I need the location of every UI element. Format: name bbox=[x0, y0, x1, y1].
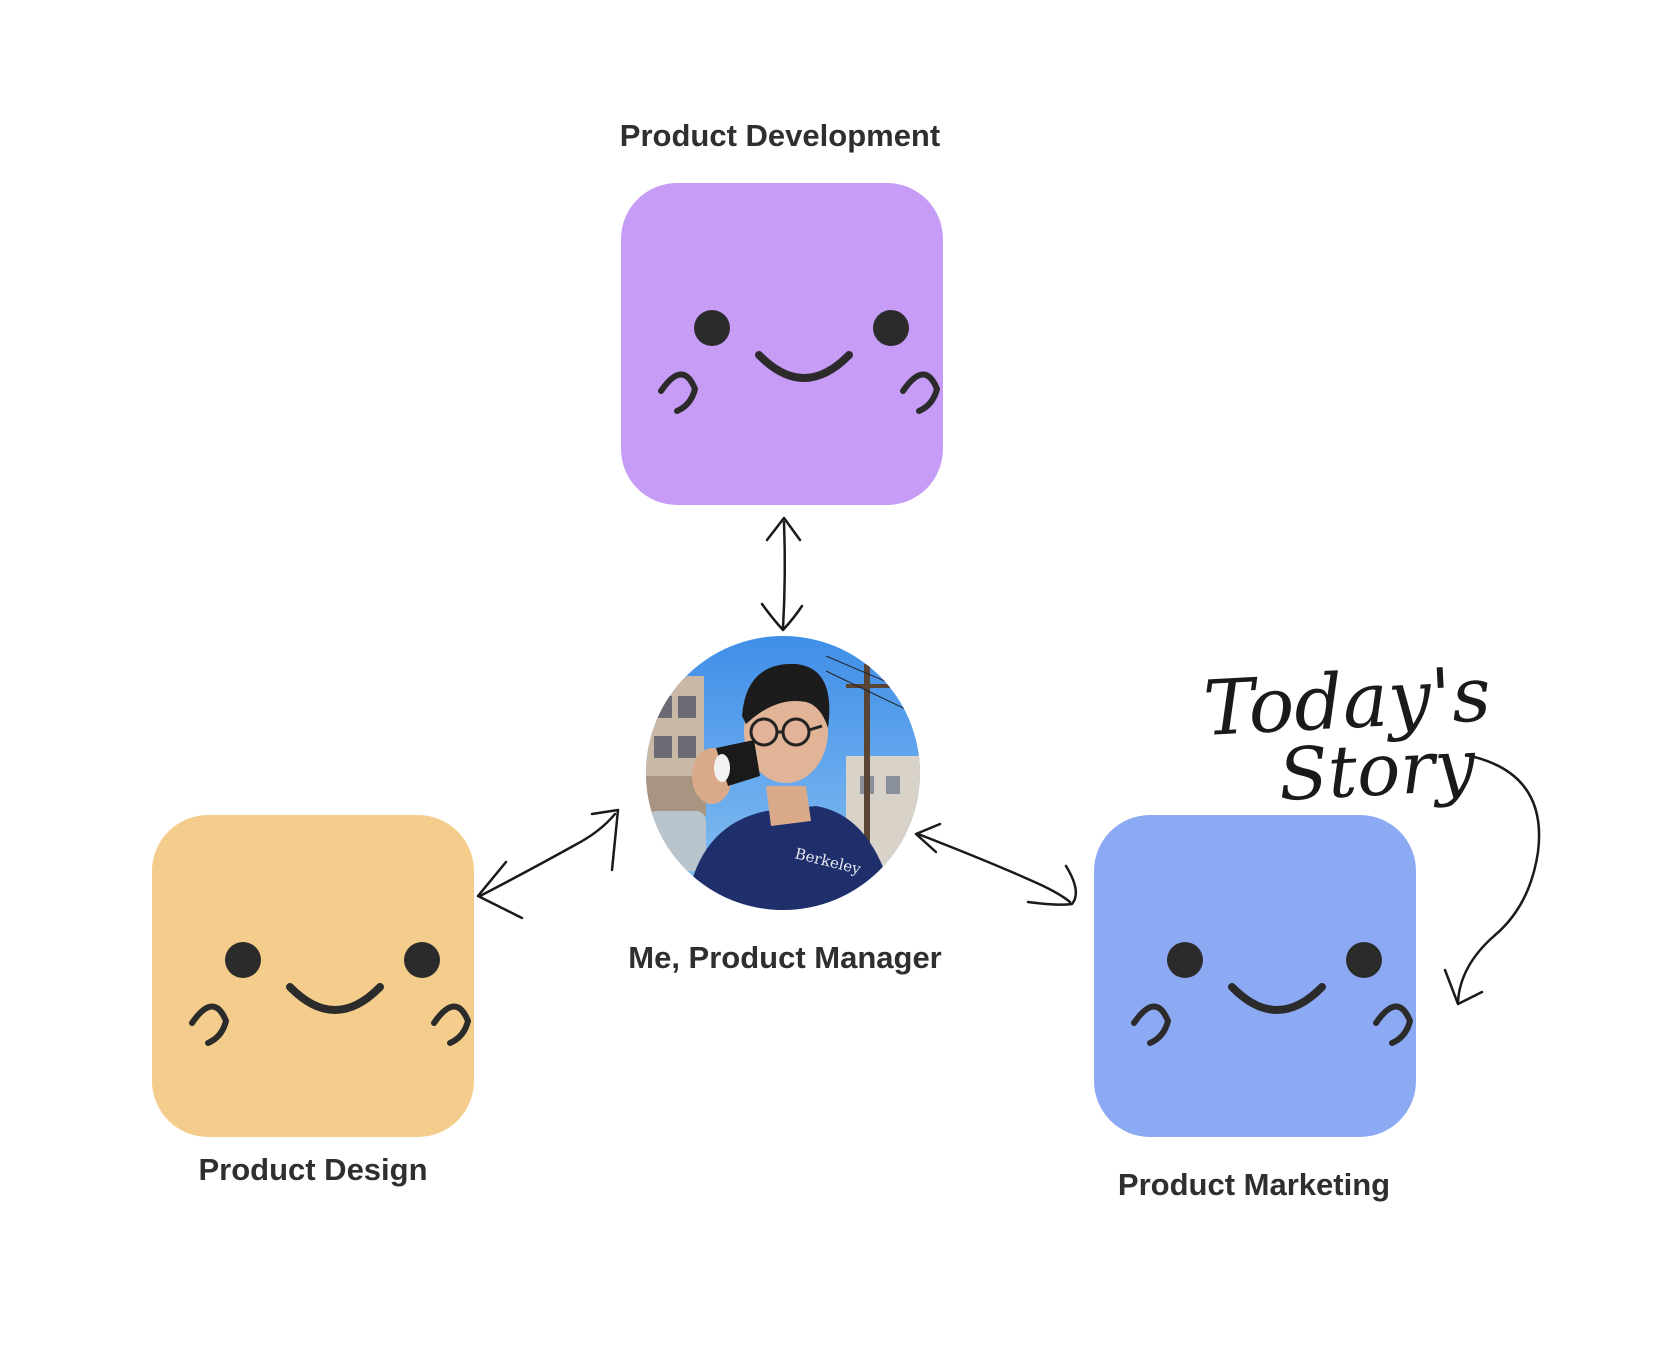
node-label-development: Product Development bbox=[619, 118, 941, 153]
arrowhead-up bbox=[765, 516, 802, 542]
smiley-face-icon bbox=[658, 310, 941, 414]
product-marketing-card bbox=[1094, 815, 1416, 1137]
person-photo-icon: Berkeley bbox=[646, 636, 920, 910]
product-development-card bbox=[621, 183, 943, 505]
node-label-design: Product Design bbox=[198, 1152, 428, 1187]
smiley-face-icon bbox=[189, 942, 472, 1046]
product-design-card bbox=[152, 815, 474, 1137]
edge-manager-marketing bbox=[916, 832, 1072, 904]
arrowhead-left bbox=[476, 860, 524, 920]
arrowhead-right bbox=[1026, 864, 1078, 906]
node-label-manager: Me, Product Manager bbox=[628, 940, 942, 975]
node-label-marketing: Product Marketing bbox=[1117, 1167, 1391, 1202]
arrowhead-down bbox=[1443, 968, 1484, 1006]
product-manager-avatar: Berkeley bbox=[646, 636, 920, 910]
arrowhead-down bbox=[760, 602, 804, 632]
smiley-face-icon bbox=[1131, 942, 1414, 1046]
edge-manager-development bbox=[781, 520, 787, 630]
arrowhead-right bbox=[590, 808, 620, 872]
edge-annotation-marketing bbox=[1456, 753, 1541, 1004]
annotation-line-2: Story bbox=[1276, 723, 1478, 817]
edge-manager-design bbox=[478, 812, 617, 898]
arrowhead-left bbox=[914, 822, 942, 854]
annotation-line-1: Today's bbox=[1201, 649, 1493, 753]
